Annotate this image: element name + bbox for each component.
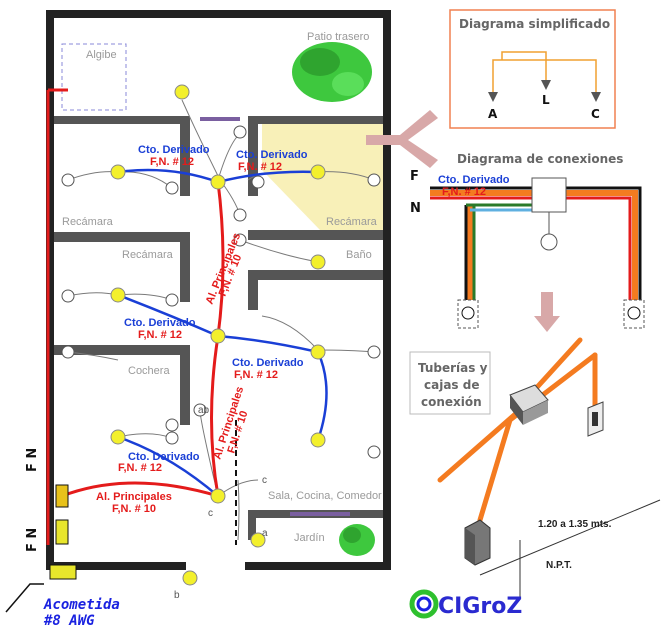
switch-right-icon (627, 306, 641, 320)
door-swing (262, 170, 320, 230)
wall-bano-2 (248, 270, 383, 280)
junction-box (531, 177, 567, 213)
room-bano: Baño (346, 249, 372, 261)
simplified-c: C (591, 107, 600, 121)
label-fn12-3: F,N. # 12 (138, 329, 182, 341)
room-recamara-1: Recámara (62, 216, 114, 228)
outlets (61, 125, 381, 459)
conduits (437, 337, 598, 523)
algibe-box (61, 43, 127, 111)
arrow-c-icon (591, 92, 601, 102)
connections-title: Diagrama de conexiones (457, 152, 623, 166)
arrow-a-icon (488, 92, 498, 102)
box-center (509, 384, 549, 425)
floor-line (479, 499, 661, 576)
label-deriv-2: Cto. Derivado (236, 149, 308, 161)
room-jardin: Jardín (294, 532, 325, 544)
label-fn10-bottom: F,N. # 10 (112, 503, 156, 515)
window-jardin (290, 512, 350, 516)
garden-bush (339, 524, 375, 556)
wall-bano-bottom (248, 230, 383, 240)
wall-inner-1 (180, 116, 190, 196)
switch-a: a (262, 528, 268, 539)
simplified-wires (492, 51, 597, 95)
label-fn12-4: F,N. # 12 (234, 369, 278, 381)
window-patio (200, 117, 240, 121)
label-al-princ-bottom: Al. Principales (96, 491, 172, 503)
label-deriv-5: Cto. Derivado (128, 451, 200, 463)
split-arrow-icon (366, 110, 438, 168)
room-sala: Sala, Cocina, Comedor (268, 490, 382, 502)
wall-inner-5 (180, 345, 190, 425)
label-deriv-3: Cto. Derivado (124, 317, 196, 329)
arrow-l-icon (541, 80, 551, 90)
room-algibe: Algibe (86, 49, 117, 61)
conn-fn: F,N. # 12 (442, 186, 486, 198)
conn-lamp-icon (540, 233, 558, 251)
wall-inner-4 (248, 270, 258, 310)
wall-inner-2 (248, 116, 258, 196)
pipes-height: 1.20 a 1.35 mts. (538, 519, 612, 530)
conn-f: F (410, 169, 419, 184)
room-patio: Patio trasero (307, 31, 369, 43)
meter-base (49, 564, 77, 580)
simplified-a: A (488, 107, 498, 121)
derived-circuits (117, 168, 328, 497)
wall-recamaras (54, 232, 190, 242)
outer-wall-top (46, 10, 391, 18)
lamps (110, 84, 326, 586)
pipes-title-2: cajas de (424, 378, 479, 392)
wall-inner-6 (248, 510, 256, 540)
simplified-title: Diagrama simplificado (459, 17, 610, 31)
outer-wall-bottom-right (245, 562, 391, 570)
wall-cochera (54, 345, 190, 355)
switch-left-icon (461, 306, 475, 320)
logo-text: CIGroZ (438, 594, 522, 619)
switch-c: c (208, 508, 213, 519)
label-deriv-1: Cto. Derivado (138, 144, 210, 156)
label-fn12-2: F,N. # 12 (238, 161, 282, 173)
label-fn12-1: F,N. # 12 (150, 156, 194, 168)
room-recamara-2: Recámara (326, 216, 378, 228)
fn-upper: F N (25, 448, 40, 472)
simplified-l: L (542, 93, 550, 107)
fn-lower: F N (25, 528, 40, 552)
wall-patio-right (248, 116, 383, 124)
pipes-title-1: Tuberías y (418, 361, 488, 375)
conn-n: N (410, 201, 421, 216)
meter-box (55, 484, 69, 508)
awg-label: #8 AWG (43, 613, 95, 629)
label-fn12-5: F,N. # 12 (118, 462, 162, 474)
acometida-line (5, 583, 44, 613)
room-recamara-3: Recámara (122, 249, 174, 261)
switch-b: b (174, 590, 180, 601)
switch-c-2: c (262, 475, 267, 486)
wall-patio-left (54, 116, 189, 124)
box-switch (464, 519, 491, 566)
pipes-title-3: conexión (421, 395, 482, 409)
outer-wall-bottom-left (46, 562, 186, 570)
down-arrow-icon (534, 292, 560, 332)
outer-wall-right (383, 10, 391, 570)
patio-bush (292, 42, 372, 102)
pipes-label-box (409, 351, 491, 415)
outer-wall-left (46, 10, 54, 570)
conn-deriv: Cto. Derivado (438, 174, 510, 186)
switch-ab: ab (198, 405, 210, 416)
pipes-npt: N.P.T. (546, 560, 572, 571)
room-cochera: Cochera (128, 365, 170, 377)
breaker-box (55, 519, 69, 545)
label-deriv-4: Cto. Derivado (232, 357, 304, 369)
simplified-panel (449, 9, 616, 129)
cigroz-logo: CIGroZ (409, 589, 522, 619)
wall-inner-3 (180, 232, 190, 302)
acometida-label: Acometida (43, 597, 120, 613)
box-right (587, 401, 604, 437)
